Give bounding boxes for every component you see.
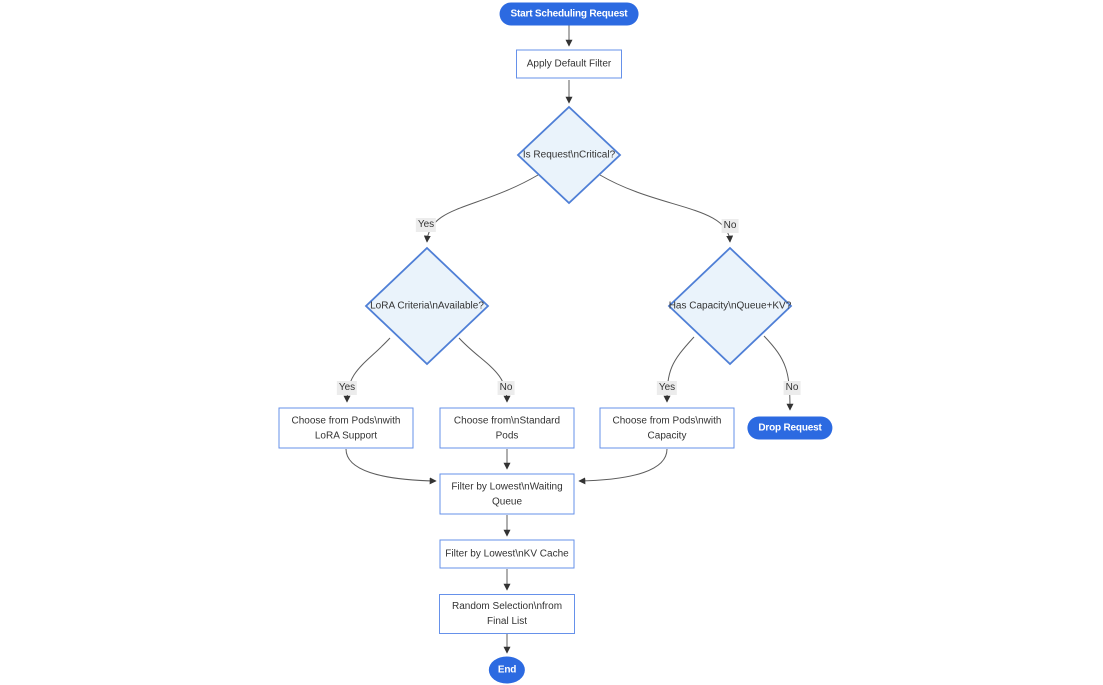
edge-label-lora-yes: Yes	[336, 381, 358, 395]
node-random-selection: Random Selection\nfrom Final List	[439, 594, 575, 634]
node-drop-request: Drop Request	[747, 416, 833, 440]
node-start: Start Scheduling Request	[499, 2, 639, 26]
edge-label-capacity-no: No	[783, 381, 801, 395]
node-filter-kv-cache: Filter by Lowest\nKV Cache	[439, 539, 575, 569]
edge-capacity-no	[763, 335, 794, 411]
node-apply-default-filter: Apply Default Filter	[516, 49, 622, 79]
node-is-critical-label: Is Request\nCritical?	[522, 149, 616, 161]
edge-label-capacity-yes: Yes	[656, 381, 678, 395]
edge-capacitypods-to-filterqueue	[578, 448, 668, 485]
edge-label-critical-yes: Yes	[415, 218, 437, 232]
node-choose-lora-pods: Choose from Pods\nwith LoRA Support	[278, 407, 414, 449]
node-filter-waiting-queue: Filter by Lowest\nWaiting Queue	[439, 473, 575, 515]
edge-critical-no	[599, 174, 734, 243]
node-lora-criteria-label: LoRA Criteria\nAvailable?	[370, 300, 484, 312]
decision-lora-criteria-shape	[364, 246, 490, 366]
edge-label-critical-no: No	[721, 219, 739, 233]
node-end: End	[488, 656, 526, 684]
node-has-capacity-label: Has Capacity\nQueue+KV?	[668, 300, 792, 312]
edge-lorapods-to-filterqueue	[345, 448, 437, 485]
node-choose-standard-pods: Choose from\nStandard Pods	[439, 407, 575, 449]
node-choose-capacity-pods: Choose from Pods\nwith Capacity	[599, 407, 735, 449]
decision-is-critical-shape	[516, 105, 622, 205]
edge-critical-yes	[423, 174, 539, 243]
edge-label-lora-no: No	[497, 381, 515, 395]
decision-has-capacity-shape	[667, 246, 793, 366]
